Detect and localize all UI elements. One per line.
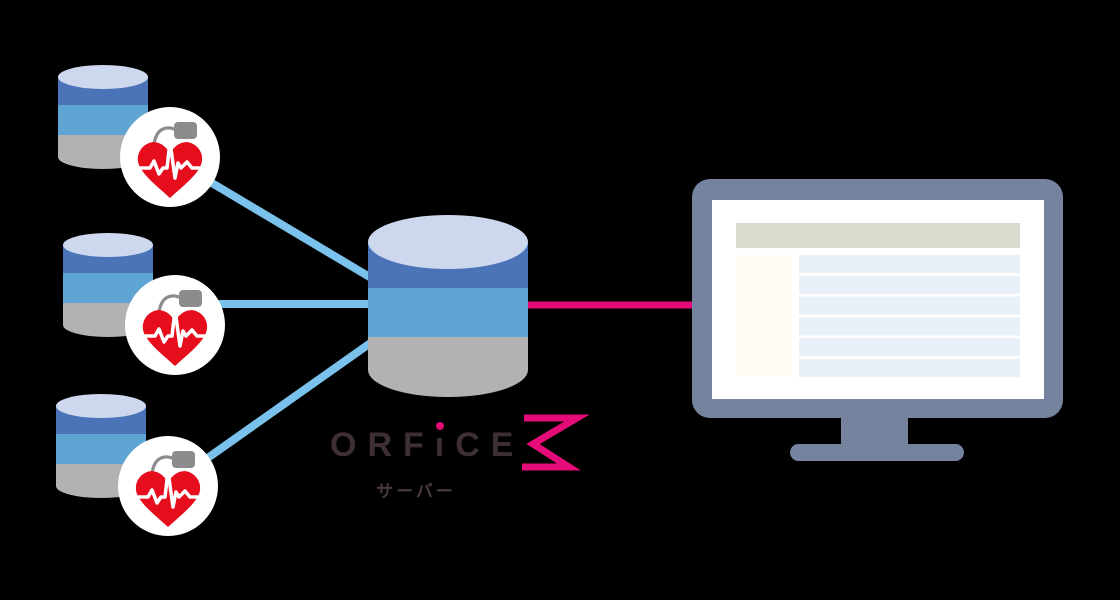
ecg-trace: [137, 469, 199, 509]
pacemaker-device-icon: [174, 122, 197, 139]
pacemaker-device-icon: [179, 290, 202, 307]
cardiac-heart-icon: [137, 140, 203, 198]
logo-text-before-i: ORF: [330, 426, 435, 464]
pacemaker-device-icon: [172, 451, 195, 468]
logo-text-after-i: CE: [455, 426, 525, 464]
logo-mark-icon: [522, 414, 590, 471]
monitor-stand-base: [790, 444, 964, 461]
screen-row: [799, 338, 1020, 357]
server-database-icon: [368, 215, 528, 397]
screen-row: [799, 275, 1020, 294]
patient-unit-1: [58, 65, 220, 207]
screen-rows: [799, 255, 1020, 377]
logo-i-dot: [435, 422, 444, 430]
cardiac-heart-icon: [142, 308, 208, 366]
cardiac-heart-icon: [135, 469, 201, 527]
screen-row: [799, 296, 1020, 315]
screen-sidebar: [736, 255, 792, 376]
screen-row: [799, 359, 1020, 377]
screen-header-bar: [736, 223, 1020, 248]
logo-letter-i: ı: [435, 422, 455, 465]
patient-unit-2: [63, 233, 225, 375]
screen-row: [799, 255, 1020, 273]
logo-subtitle: サーバー: [376, 482, 456, 501]
screen-row: [799, 317, 1020, 336]
ecg-trace: [144, 308, 206, 348]
ecg-trace: [139, 140, 201, 180]
monitor-icon: [692, 179, 1063, 461]
patient-unit-3: [56, 394, 218, 536]
